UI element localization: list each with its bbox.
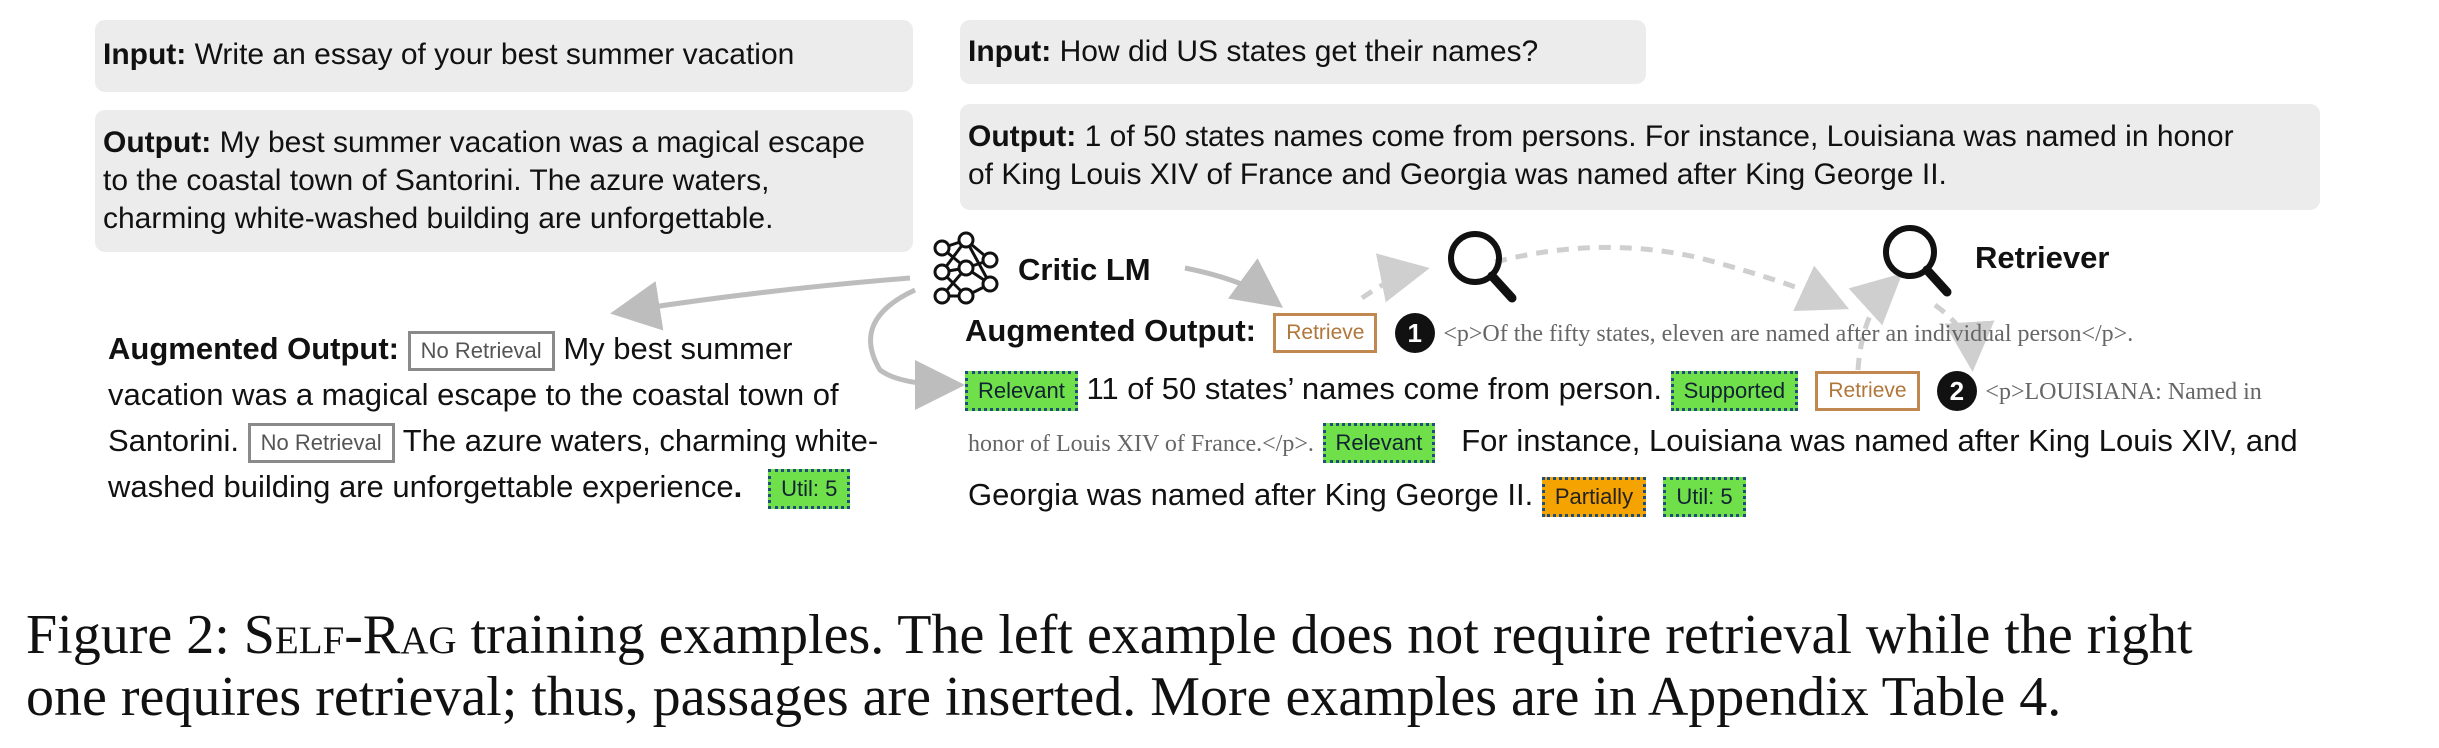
figure-caption: Figure 2: Self-Rag training examples. Th… <box>26 604 2193 728</box>
arrow-critic-to-left <box>610 275 911 331</box>
right-line2-text: 11 of 50 states’ names come from person. <box>1086 371 1662 406</box>
right-output-label: Output: <box>968 120 1077 153</box>
left-output-line1: My best summer vacation was a magical es… <box>219 126 865 159</box>
left-output-box: Output: My best summer vacation was a ma… <box>95 110 913 252</box>
left-augmented-line4: washed building are unforgettable experi… <box>108 464 851 510</box>
left-augmented-line3: Santorini. No Retrieval The azure waters… <box>108 418 878 464</box>
retrieve-token-2: Retrieve <box>1815 370 1920 411</box>
left-aug-label: Augmented Output: <box>108 331 400 366</box>
left-aug-line4-period: . <box>733 469 743 504</box>
no-retrieval-token-2: No Retrieval <box>247 422 395 463</box>
supported-token: Supported <box>1670 370 1799 411</box>
left-input-box: Input: Write an essay of your best summe… <box>95 20 913 92</box>
left-augmented-line1: Augmented Output: No Retrieval My best s… <box>108 326 792 372</box>
left-output-line3: charming white-washed building are unfor… <box>103 202 774 235</box>
step-2-badge: 2 <box>1936 370 1977 411</box>
caption-name-elf: elf <box>274 604 345 666</box>
left-aug-line3-pre: Santorini. <box>108 423 239 458</box>
arrow-retrieve-to-search <box>1360 253 1430 303</box>
arrow-retriever-to-passage2 <box>1933 302 1995 372</box>
arrow-critic-to-retrieve <box>1184 258 1284 308</box>
retriever-label: Retriever <box>1975 240 2110 275</box>
left-output-line2: to the coastal town of Santorini. The az… <box>103 164 770 197</box>
arrow-retrieve2-to-retriever <box>1848 273 1903 371</box>
right-output-box: Output: 1 of 50 states names come from p… <box>960 104 2320 210</box>
right-aug-label: Augmented Output: <box>965 313 1257 348</box>
left-output-label: Output: <box>103 126 212 159</box>
left-aug-line4: washed building are unforgettable experi… <box>108 469 734 504</box>
caption-name-s: S <box>243 604 275 666</box>
right-output-line1: 1 of 50 states names come from persons. … <box>1084 120 2234 153</box>
relevant-token: Relevant <box>965 370 1078 411</box>
right-augmented-line1: Augmented Output: Retrieve 1 <p>Of the f… <box>965 308 2133 357</box>
right-augmented-line4: Georgia was named after King George II. … <box>968 472 1746 518</box>
arrow-critic-to-relevant <box>868 287 965 410</box>
left-aug-line3-post: The azure waters, charming white- <box>402 423 879 458</box>
passage-2a: <p>LOUISIANA: Named in <box>1985 379 2262 405</box>
caption-name-r: -R <box>344 604 401 666</box>
passage-2b: honor of Louis XIV of France.</p>. <box>968 431 1314 457</box>
retriever-search-icon <box>1883 225 1952 297</box>
no-retrieval-token: No Retrieval <box>407 330 555 371</box>
right-line4-text: Georgia was named after King George II. <box>968 477 1534 512</box>
util-token-right: Util: 5 <box>1663 476 1746 517</box>
caption-prefix: Figure 2: <box>26 604 244 666</box>
left-aug-line1-text: My best summer <box>563 331 793 366</box>
left-input-text: Write an essay of your best summer vacat… <box>194 38 795 71</box>
arrow-search-to-retriever <box>1494 244 1850 312</box>
util-token-left: Util: 5 <box>768 468 851 509</box>
retrieve-token: Retrieve <box>1273 312 1378 353</box>
passage-1: <p>Of the fifty states, eleven are named… <box>1443 321 2134 347</box>
relevant-token-2: Relevant <box>1322 422 1436 463</box>
right-augmented-line3: honor of Louis XIV of France.</p>. Relev… <box>968 418 2298 467</box>
left-input-label: Input: <box>103 38 187 71</box>
critic-lm-label: Critic LM <box>1018 252 1151 287</box>
right-input-box: Input: How did US states get their names… <box>960 20 1646 84</box>
neural-network-icon <box>933 231 999 305</box>
right-line3-text: For instance, Louisiana was named after … <box>1461 423 2298 458</box>
right-augmented-line2: Relevant 11 of 50 states’ names come fro… <box>965 366 2262 415</box>
partially-token: Partially <box>1541 476 1647 517</box>
caption-line2: one requires retrieval; thus, passages a… <box>26 666 2062 728</box>
caption-line1-rest: training examples. The left example does… <box>456 604 2193 666</box>
search-icon <box>1448 231 1517 303</box>
right-output-line2: of King Louis XIV of France and Georgia … <box>968 158 1947 191</box>
left-augmented-line2: vacation was a magical escape to the coa… <box>108 377 839 412</box>
right-input-text: How did US states get their names? <box>1059 35 1539 68</box>
step-1-badge: 1 <box>1394 312 1435 353</box>
right-input-label: Input: <box>968 35 1052 68</box>
caption-name-ag: ag <box>400 604 457 666</box>
